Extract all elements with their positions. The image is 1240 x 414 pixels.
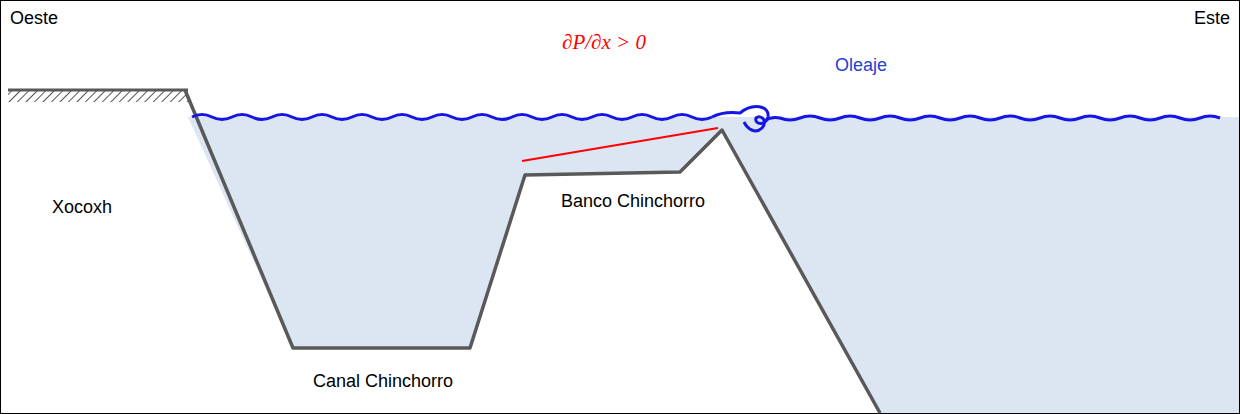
- direction-label: Oeste: [10, 8, 58, 30]
- land-surface: [8, 89, 188, 92]
- water-surface: [192, 115, 712, 120]
- seabed-profile: [185, 90, 880, 413]
- place-label: Xocoxh: [52, 197, 112, 219]
- direction-label: Este: [1194, 8, 1230, 30]
- channel-label: Canal Chinchorro: [313, 371, 453, 393]
- water-surface: [764, 116, 1220, 121]
- breaking-wave: [712, 107, 768, 131]
- bank-label: Banco Chinchorro: [561, 191, 705, 213]
- land-hatch: [8, 90, 188, 102]
- pressure-gradient-line: [522, 128, 718, 161]
- water-body: [188, 117, 1239, 413]
- wave-label: Oleaje: [835, 55, 887, 77]
- pressure-gradient-formula: ∂P/∂x > 0: [562, 30, 646, 55]
